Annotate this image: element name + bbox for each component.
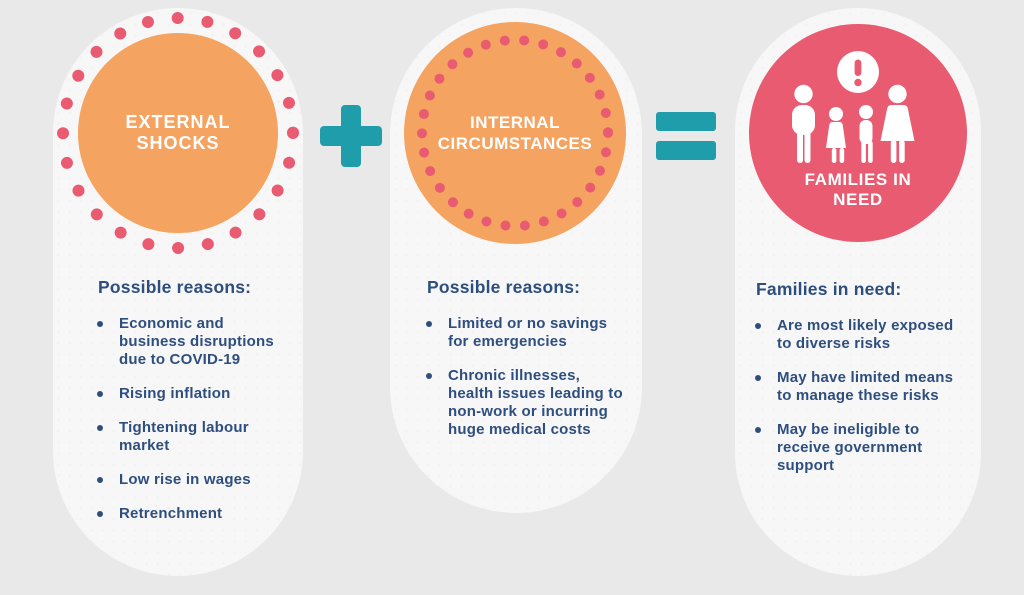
list-item: May have limited means to manage these r… [749, 369, 964, 405]
bullet-list: Are most likely exposed to diverse risks… [749, 317, 964, 475]
exclamation-icon [837, 51, 879, 93]
bullet-dot [97, 425, 103, 431]
list-item: Tightening labour market [91, 419, 286, 455]
internal-circumstances-label: INTERNAL CIRCUMSTANCES [437, 113, 593, 153]
equals-icon [656, 112, 716, 160]
external-shocks-circle: EXTERNAL SHOCKS [78, 33, 278, 233]
bullet-list: Limited or no savings for emergencies Ch… [420, 315, 625, 439]
bullet-text: Retrenchment [119, 505, 223, 522]
list-item: Rising inflation [91, 385, 286, 403]
family-icon [792, 51, 915, 163]
bullet-dot [755, 375, 761, 381]
bullet-dot [426, 373, 432, 379]
bullet-text: May have limited means to manage these r… [777, 369, 954, 404]
bullet-dot [97, 477, 103, 483]
families-in-need-textblock: Families in need: Are most likely expose… [749, 279, 964, 491]
bullet-text: Are most likely exposed to diverse risks [777, 317, 954, 352]
card-internal-circumstances: INTERNAL CIRCUMSTANCES Possible reasons:… [390, 8, 642, 513]
bullet-text: Chronic illnesses, health issues leading… [448, 367, 623, 438]
plus-icon [320, 105, 382, 167]
families-in-need-circle: FAMILIES IN NEED [749, 24, 967, 242]
families-in-need-label: FAMILIES IN NEED [804, 170, 912, 209]
bullet-text: Low rise in wages [119, 471, 251, 488]
external-shocks-textblock: Possible reasons: Economic and business … [91, 277, 286, 539]
card-heading: Possible reasons: [98, 277, 252, 297]
bullet-text: Limited or no savings for emergencies [448, 315, 608, 350]
boy-figure [859, 105, 873, 163]
bullet-dot [97, 391, 103, 397]
list-item: Limited or no savings for emergencies [420, 315, 625, 351]
dotted-ring-icon [417, 35, 613, 231]
bullet-dot [755, 427, 761, 433]
man-figure [792, 84, 815, 163]
card-heading: Possible reasons: [427, 277, 581, 297]
bullet-text: Rising inflation [119, 385, 231, 402]
external-shocks-label: EXTERNAL SHOCKS [125, 112, 231, 153]
woman-figure [880, 84, 915, 163]
card-families-in-need: FAMILIES IN NEED Families in need: Are m… [735, 8, 981, 576]
list-item: May be ineligible to receive government … [749, 421, 964, 475]
bullet-dot [97, 511, 103, 517]
card-external-shocks: EXTERNAL SHOCKS Possible reasons: Econom… [53, 8, 303, 576]
bullet-dot [755, 323, 761, 329]
girl-figure [826, 107, 846, 163]
bullet-text: Tightening labour market [119, 419, 249, 454]
internal-circumstances-textblock: Possible reasons: Limited or no savings … [420, 277, 625, 455]
dotted-ring-icon [57, 12, 299, 254]
bullet-dot [97, 321, 103, 327]
list-item: Economic and business disruptions due to… [91, 315, 286, 369]
internal-circumstances-circle: INTERNAL CIRCUMSTANCES [404, 22, 626, 244]
bullet-text: May be ineligible to receive government … [777, 421, 923, 474]
list-item: Low rise in wages [91, 471, 286, 489]
bullet-list: Economic and business disruptions due to… [91, 315, 286, 523]
list-item: Retrenchment [91, 505, 286, 523]
bullet-text: Economic and business disruptions due to… [119, 315, 274, 368]
list-item: Chronic illnesses, health issues leading… [420, 367, 625, 439]
card-heading: Families in need: [756, 279, 902, 299]
list-item: Are most likely exposed to diverse risks [749, 317, 964, 353]
bullet-dot [426, 321, 432, 327]
